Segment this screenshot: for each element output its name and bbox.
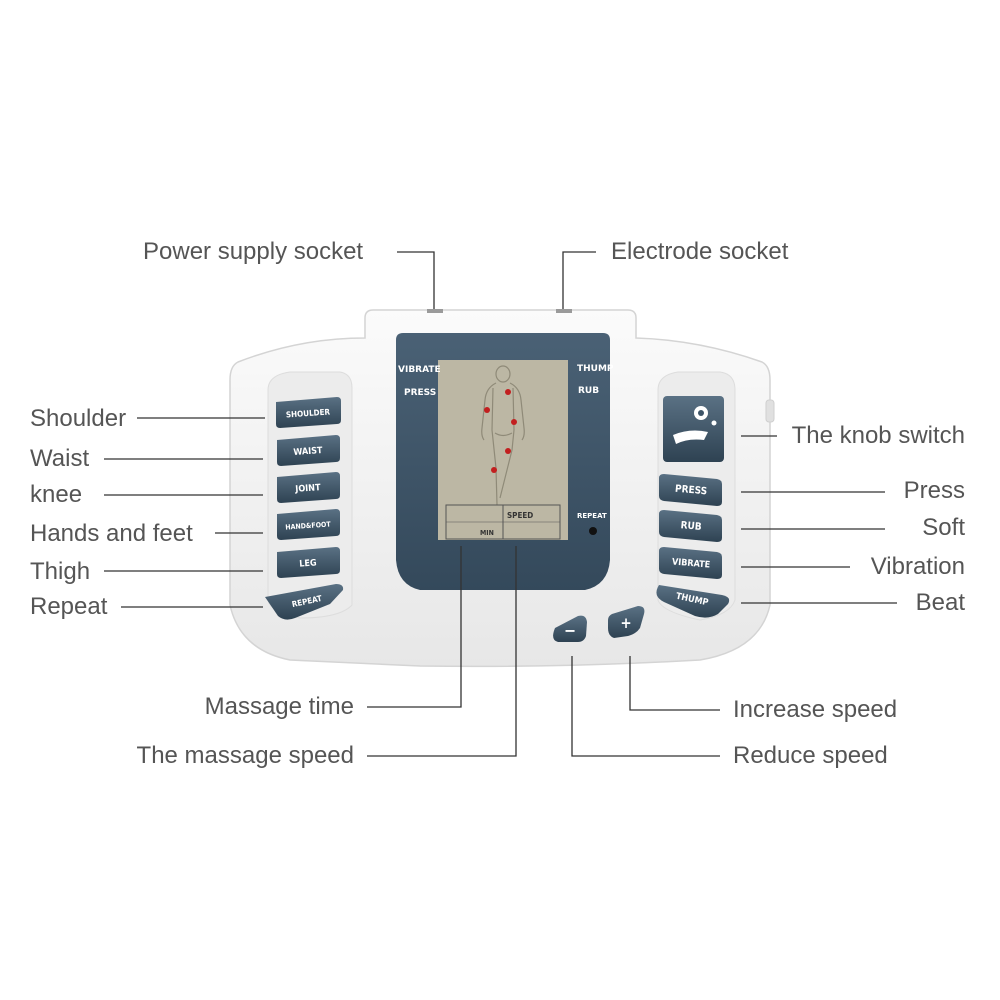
beat-label: Beat [915, 589, 965, 616]
waist-button-label: WAIST [293, 446, 323, 458]
minus-icon: − [564, 621, 576, 640]
joint-button[interactable]: JOINT [277, 472, 340, 503]
vibrate-button-label: VIBRATE [671, 557, 710, 570]
vibration-label: Vibration [870, 553, 965, 580]
shoulder-button-label: SHOULDER [286, 407, 331, 419]
increase-speed-leader [629, 656, 720, 711]
shoulder-label: Shoulder [30, 405, 127, 432]
leg-button[interactable]: LEG [277, 547, 340, 578]
press-button[interactable]: PRESS [659, 474, 722, 506]
reduce-speed-leader [571, 656, 720, 757]
massage-speed-leader [367, 546, 517, 757]
screen-repeat-label: REPEAT [577, 512, 607, 520]
plus-icon: + [620, 614, 631, 632]
power-socket-leader [397, 251, 435, 309]
screen-vibrate-label: VIBRATE [398, 365, 441, 375]
repeat-indicator-icon [589, 527, 597, 535]
knob-switch[interactable] [663, 396, 724, 462]
knob-switch-label: The knob switch [791, 422, 965, 449]
repeat-label: Repeat [30, 593, 108, 620]
rub-button-label: RUB [680, 520, 702, 533]
waist-label: Waist [30, 445, 90, 472]
hand-foot-button[interactable]: HAND&FOOT [277, 509, 340, 540]
massage-speed-label: The massage speed [136, 742, 354, 769]
right-button-column: PRESS RUB VIBRATE THUMP [656, 396, 730, 618]
lcd-screen: SPEED MIN VIBRATE PRESS THUMP RUB REPEAT [396, 333, 614, 590]
massage-time-label: Massage time [204, 693, 354, 720]
screen-speed-label: SPEED [507, 511, 533, 520]
screen-rub-label: RUB [578, 386, 599, 396]
knee-label: knee [30, 481, 83, 508]
leader-lines [104, 251, 897, 757]
electrode-socket-leader [562, 251, 596, 309]
electrode-socket-label: Electrode socket [611, 238, 789, 265]
electrode-socket-icon [556, 309, 572, 313]
rub-button[interactable]: RUB [659, 510, 722, 542]
acupoint-markers [484, 389, 517, 473]
hands-and-feet-label: Hands and feet [30, 520, 193, 547]
plus-button[interactable]: + [608, 606, 645, 638]
minus-button[interactable]: − [553, 615, 587, 642]
body-figure-icon [481, 365, 525, 506]
hand-foot-button-label: HAND&FOOT [285, 520, 332, 531]
shoulder-button[interactable]: SHOULDER [276, 397, 341, 428]
power-supply-socket-label: Power supply socket [143, 238, 364, 265]
press-label: Press [903, 477, 965, 504]
vibrate-button[interactable]: VIBRATE [659, 547, 722, 579]
power-socket-icon [427, 309, 443, 313]
joint-button-label: JOINT [294, 483, 321, 495]
thigh-label: Thigh [30, 558, 91, 585]
leg-button-label: LEG [299, 558, 317, 569]
reduce-speed-label: Reduce speed [733, 742, 888, 769]
press-button-label: PRESS [675, 484, 708, 498]
waist-button[interactable]: WAIST [277, 435, 340, 466]
screen-press-label: PRESS [404, 388, 436, 398]
massage-time-leader [367, 546, 462, 708]
screen-thump-label: THUMP [577, 364, 614, 374]
increase-speed-label: Increase speed [733, 696, 898, 723]
left-button-column: SHOULDER WAIST JOINT HAND&FOOT LEG REPEA… [265, 397, 344, 620]
screen-min-label: MIN [480, 529, 494, 537]
repeat-button[interactable]: REPEAT [265, 584, 344, 620]
soft-label: Soft [922, 514, 965, 541]
thump-button[interactable]: THUMP [656, 585, 730, 618]
